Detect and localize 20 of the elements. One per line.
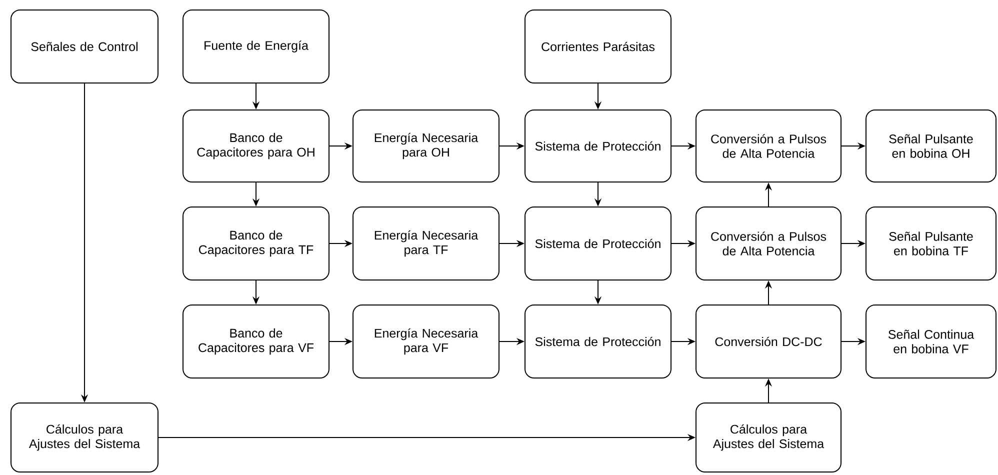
process-box: Señal Pulsante en bobina OH bbox=[866, 110, 996, 182]
process-box: Banco de Capacitores para VF bbox=[182, 304, 330, 378]
process-box: Banco de Capacitores para TF bbox=[182, 206, 330, 280]
process-box: Conversión DC-DC bbox=[696, 304, 842, 378]
process-box: Fuente de Energía bbox=[182, 10, 330, 84]
process-box: Cálculos para Ajustes del Sistema bbox=[696, 402, 842, 472]
process-box: Sistema de Protección bbox=[524, 206, 672, 280]
process-box: Conversión a Pulsos de Alta Potencia bbox=[696, 206, 842, 280]
process-box: Conversión a Pulsos de Alta Potencia bbox=[696, 110, 842, 182]
process-box: Energía Necesaria para TF bbox=[352, 206, 500, 280]
process-box: Banco de Capacitores para OH bbox=[182, 110, 330, 182]
process-box: Sistema de Protección bbox=[524, 304, 672, 378]
process-box: Señal Continua en bobina VF bbox=[866, 304, 996, 378]
process-box: Sistema de Protección bbox=[524, 110, 672, 182]
process-box: Corrientes Parásitas bbox=[524, 10, 672, 84]
process-box: Cálculos para Ajustes del Sistema bbox=[10, 402, 158, 472]
process-box: Energía Necesaria para OH bbox=[352, 110, 500, 182]
process-box: Señales de Control bbox=[10, 10, 158, 84]
process-box: Energía Necesaria para VF bbox=[352, 304, 500, 378]
process-box: Señal Pulsante en bobina TF bbox=[866, 206, 996, 280]
